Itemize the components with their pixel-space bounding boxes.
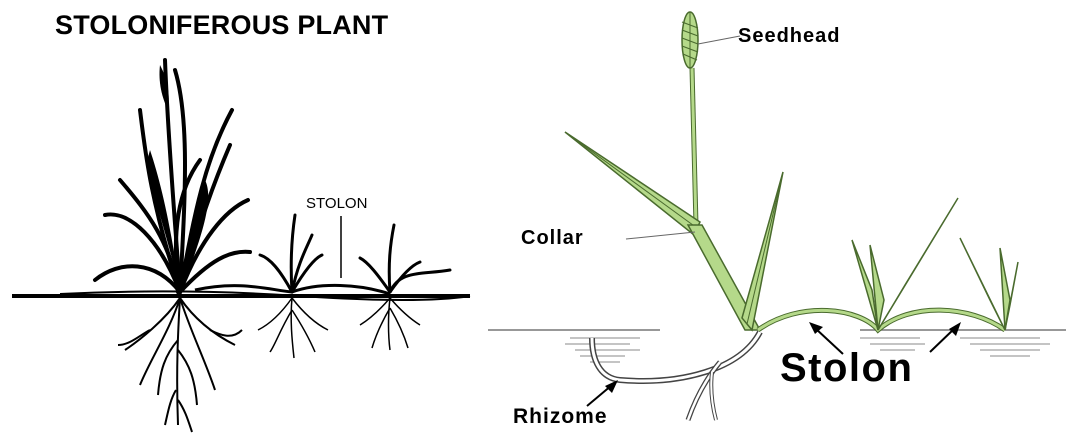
left-stolon-label: STOLON (306, 196, 367, 211)
collar-pointer-line (626, 232, 695, 239)
left-second-plant-roots (258, 298, 328, 358)
seedhead-shape (682, 12, 698, 68)
rhizome-label: Rhizome (513, 406, 608, 427)
left-third-plant (360, 225, 450, 292)
left-second-plant (260, 215, 322, 292)
diagram-title: STOLONIFEROUS PLANT (55, 12, 388, 39)
left-main-roots (118, 298, 242, 432)
right-stolon-label: Stolon (780, 348, 913, 388)
collar-label: Collar (521, 228, 584, 248)
seedhead-pointer-line (698, 36, 740, 44)
left-stoloniferous-plant-illustration (12, 60, 470, 432)
main-leaf-blade-left (565, 132, 700, 235)
seedhead-label: Seedhead (738, 26, 840, 46)
stolon-arrow-right (930, 322, 961, 352)
main-leaf-blade-right (742, 172, 783, 330)
right-labeled-grass-illustration (488, 12, 1066, 420)
left-third-plant-roots (360, 298, 420, 350)
rhizome-arrow (587, 380, 618, 406)
